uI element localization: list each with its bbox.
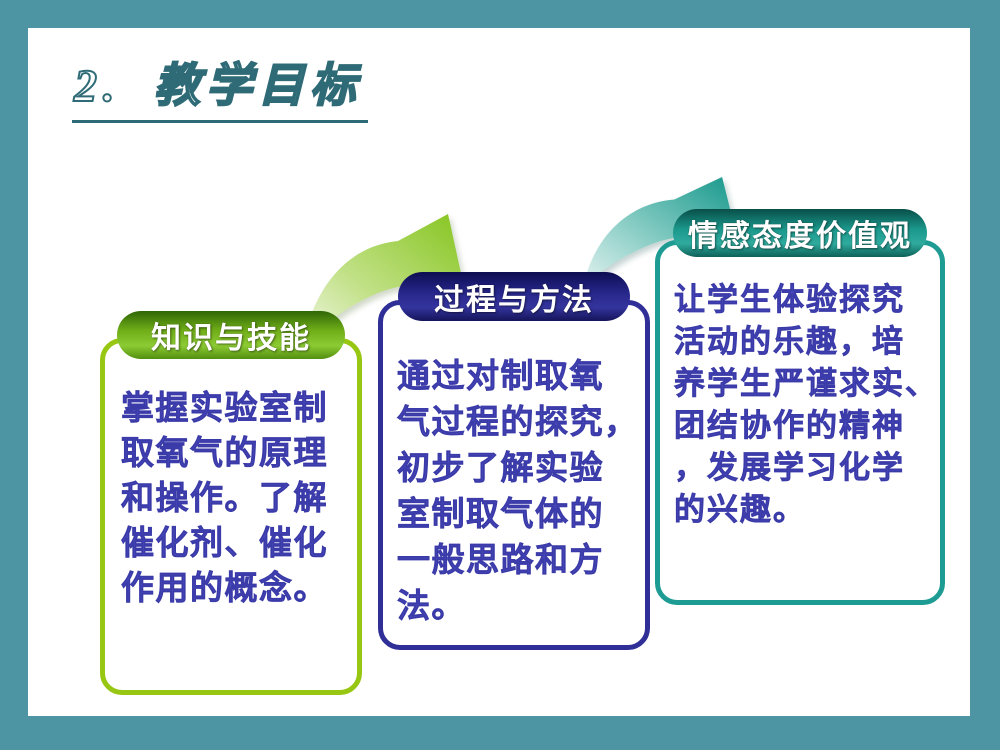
objective-box-emotion-values: 情感态度价值观 让学生体验探究 活动的乐趣，培 养学生严谨求实、 团结协作的精神…: [655, 209, 945, 605]
text-line: 一般思路和方: [397, 541, 604, 579]
objective-box-knowledge-skills: 知识与技能 掌握实验室制 取氧气的原理 和操作。了解 催化剂、催化 作用的概念。: [100, 311, 362, 695]
text-line: 养学生严谨求实、: [674, 366, 938, 402]
text-line: 初步了解实验: [397, 449, 604, 487]
text-line: 作用的概念。: [121, 569, 328, 607]
text-line: 气过程的探究，: [397, 403, 639, 441]
curved-arrow-green-icon: [303, 214, 462, 344]
box-header-pill-process: 过程与方法: [398, 272, 630, 321]
text-line: 和操作。了解: [121, 479, 328, 517]
box-header-pill-emotion: 情感态度价值观: [673, 209, 927, 257]
box-body-process: 通过对制取氧 气过程的探究， 初步了解实验 室制取气体的 一般思路和方 法。: [383, 353, 645, 629]
text-line: 催化剂、催化: [121, 524, 328, 562]
text-line: ，发展学习化学: [674, 450, 905, 486]
text-line: 掌握实验室制: [121, 389, 328, 427]
text-line: 法。: [397, 587, 466, 625]
box-body-emotion: 让学生体验探究 活动的乐趣，培 养学生严谨求实、 团结协作的精神 ，发展学习化学…: [660, 279, 940, 531]
box-header-pill-knowledge: 知识与技能: [117, 311, 345, 359]
text-line: 团结协作的精神: [674, 408, 905, 444]
text-line: 的兴趣。: [674, 492, 806, 528]
curved-arrow-teal-icon: [583, 177, 736, 286]
slide-title: 2. 教学目标: [72, 58, 368, 124]
box-body-knowledge: 掌握实验室制 取氧气的原理 和操作。了解 催化剂、催化 作用的概念。: [105, 385, 357, 610]
slide-canvas: 2. 教学目标: [28, 28, 970, 716]
text-line: 取氧气的原理: [121, 434, 328, 472]
text-line: 活动的乐趣，培: [674, 324, 905, 360]
text-line: 室制取气体的: [397, 495, 604, 533]
objective-box-process-method: 过程与方法 通过对制取氧 气过程的探究， 初步了解实验 室制取气体的 一般思路和…: [378, 272, 650, 650]
text-line: 让学生体验探究: [674, 282, 905, 318]
text-line: 通过对制取氧: [397, 357, 604, 395]
